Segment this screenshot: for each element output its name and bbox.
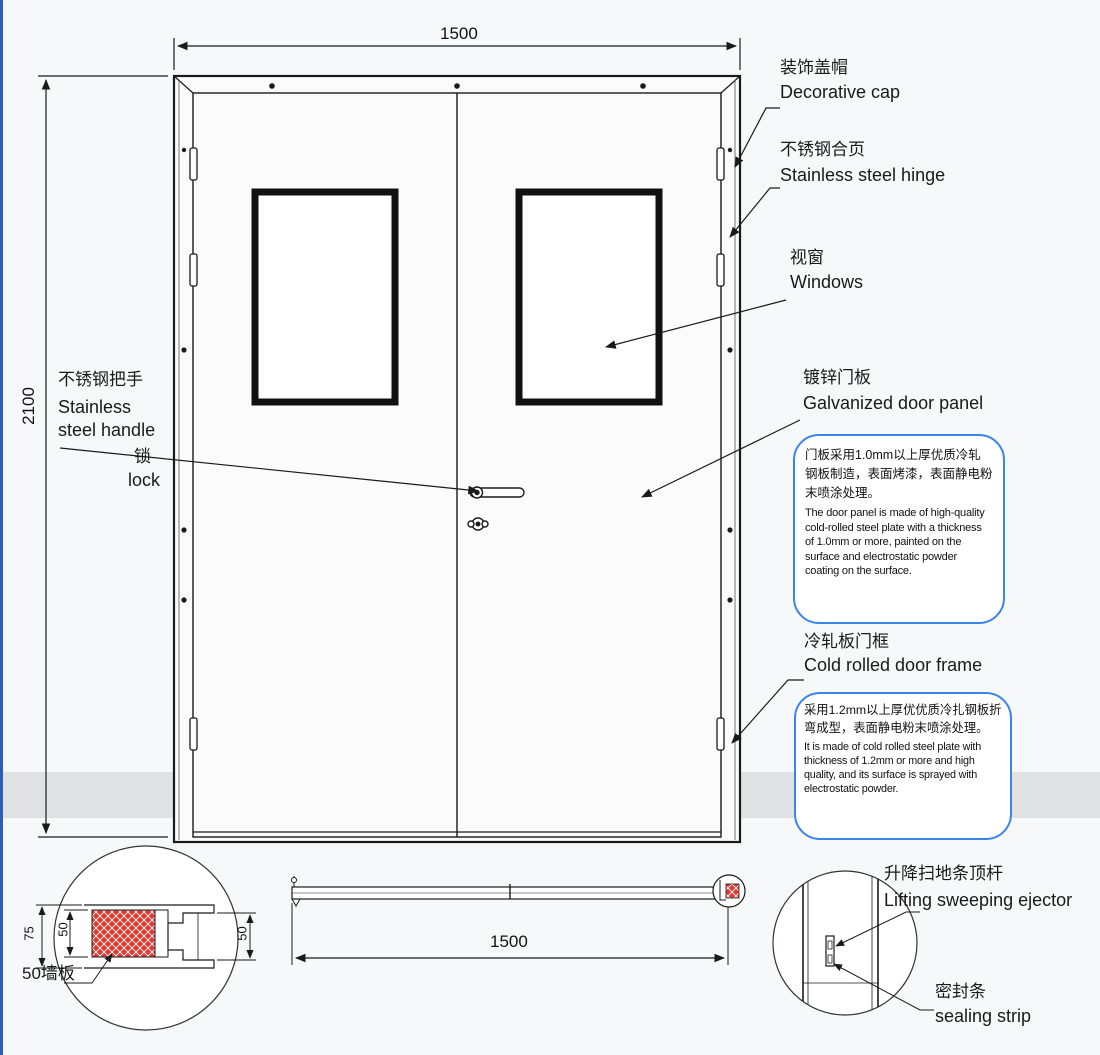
label-ejector-en: Lifting sweeping ejector xyxy=(884,890,1073,910)
dim-lines xyxy=(38,38,741,838)
leaders xyxy=(59,107,804,744)
hinges xyxy=(189,147,725,751)
label-wall-panel: 50墙板 xyxy=(22,964,75,983)
wall-detail xyxy=(36,845,256,1031)
ejector-detail xyxy=(772,870,934,1016)
label-decorative-cap-en: Decorative cap xyxy=(780,82,901,102)
label-door-panel-en: Galvanized door panel xyxy=(803,393,984,413)
frame-screws xyxy=(181,83,733,603)
dim-height: 2100 xyxy=(18,387,38,425)
note-door-frame-en: It is made of cold rolled steel plate wi… xyxy=(804,740,982,795)
label-door-panel-zh: 镀锌门板 xyxy=(803,368,871,387)
dim-wall-50-left: 50 xyxy=(55,922,71,937)
dim-top-width: 1500 xyxy=(440,24,478,43)
label-hinge-zh: 不锈钢合页 xyxy=(780,140,865,159)
dim-wall-50-right: 50 xyxy=(234,926,250,941)
label-handle-zh: 不锈钢把手 xyxy=(58,370,143,389)
label-handle-en-1: Stainless xyxy=(58,397,132,417)
label-sealing-en: sealing strip xyxy=(935,1006,1032,1026)
note-door-panel: 门板采用1.0mm以上厚优质冷轧钢板制造，表面烤漆，表面静电粉末喷涂处理。 Th… xyxy=(793,434,1005,624)
note-door-frame-zh: 采用1.2mm以上厚优优质冷扎钢板折弯成型，表面静电粉末喷涂处理。 xyxy=(804,703,1002,735)
label-sealing-zh: 密封条 xyxy=(935,982,986,1001)
label-hinge-en: Stainless steel hinge xyxy=(780,165,946,185)
note-door-panel-zh: 门板采用1.0mm以上厚优质冷轧钢板制造，表面烤漆，表面静电粉末喷涂处理。 xyxy=(805,448,993,500)
plan-view xyxy=(291,874,746,965)
label-door-frame-zh: 冷轧板门框 xyxy=(804,632,889,651)
dim-bottom-width: 1500 xyxy=(490,932,528,951)
label-windows-zh: 视窗 xyxy=(790,248,824,267)
label-door-frame-en: Cold rolled door frame xyxy=(804,655,983,675)
windows xyxy=(251,188,663,406)
dim-wall-75: 75 xyxy=(21,926,37,941)
note-door-panel-en: The door panel is made of high-quality c… xyxy=(805,507,985,578)
label-handle-en-2: steel handle xyxy=(58,420,156,440)
label-lock-zh: 锁 xyxy=(134,447,151,466)
label-lock-en: lock xyxy=(128,470,161,490)
label-decorative-cap-zh: 装饰盖帽 xyxy=(780,58,848,77)
note-door-frame: 采用1.2mm以上厚优优质冷扎钢板折弯成型，表面静电粉末喷涂处理。 It is … xyxy=(794,692,1012,840)
left-edge-bar xyxy=(0,0,3,1055)
label-ejector-zh: 升降扫地条顶杆 xyxy=(884,864,1003,883)
label-windows-en: Windows xyxy=(790,272,864,292)
